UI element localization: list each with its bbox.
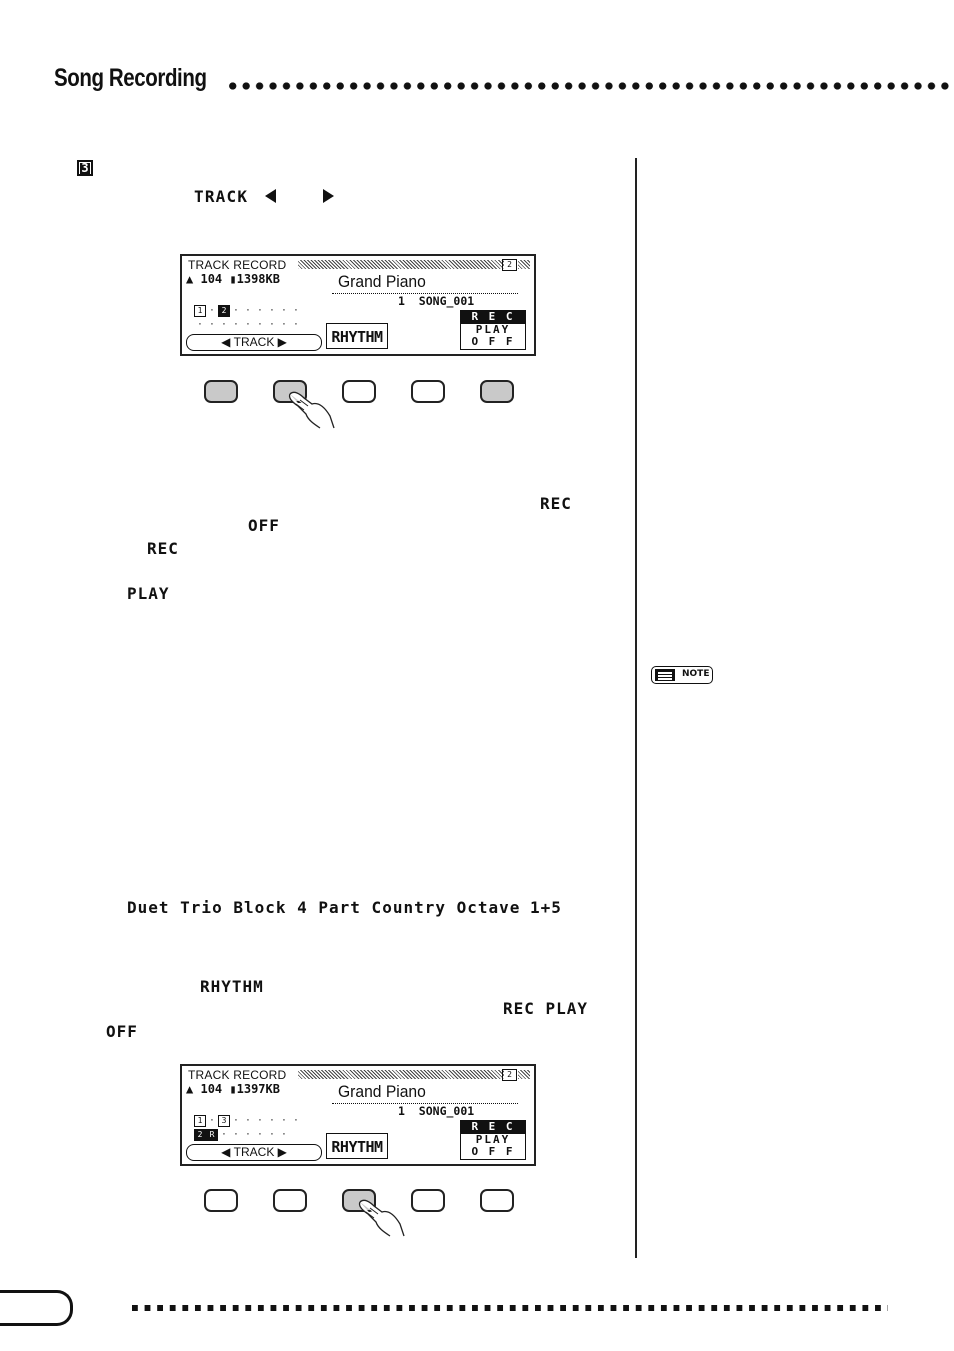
note-icon [655, 669, 675, 681]
term-rhythm: RHYTHM [200, 977, 264, 996]
title-bar-pattern [298, 1070, 504, 1079]
panel-button-1[interactable] [204, 380, 238, 403]
rhythm-button[interactable]: RHYTHM [326, 1133, 388, 1159]
track-arrows-label: TRACK [194, 187, 334, 206]
pressing-hand-icon [288, 391, 335, 429]
page-indicator: 2 [502, 1069, 517, 1081]
voice-underline [332, 1103, 518, 1104]
section-title: Song Recording [54, 64, 207, 92]
disk-icon: ▮ [229, 1082, 237, 1096]
track-select-button[interactable]: ◀ TRACK ▶ [186, 334, 322, 351]
memory-value: 1397KB [236, 1082, 280, 1096]
term-1-plus-5: 1+5 [530, 898, 562, 917]
term-off: OFF [248, 516, 280, 535]
mode-rec[interactable]: R E C [461, 310, 525, 324]
tempo-value: 104 [200, 272, 223, 286]
panel-button-4[interactable] [411, 1189, 445, 1212]
track-3-indicator: 3 [218, 1114, 230, 1127]
page-number-tab [0, 1290, 73, 1326]
title-bar-pattern [298, 260, 504, 269]
left-triangle-icon: ◀ [221, 1145, 231, 1159]
term-rec-2: REC [147, 539, 179, 558]
track-1-indicator: 1 [194, 304, 206, 317]
footer-dashed-rule [132, 1303, 888, 1313]
note-badge: NOTE [651, 666, 713, 684]
lcd-screen-track-record-1: TRACK RECORD 2 ▲ 104 ▮1398KB Grand Piano… [180, 254, 536, 356]
track-select-button[interactable]: ◀ TRACK ▶ [186, 1144, 322, 1161]
memory-value: 1398KB [236, 272, 280, 286]
panel-button-2[interactable] [273, 1189, 307, 1212]
voice-underline [332, 293, 518, 294]
right-triangle-icon: ▶ [277, 1145, 287, 1159]
track-rhythm-indicator: R [206, 1128, 218, 1141]
song-info: 1 SONG_001 [398, 1104, 475, 1118]
step-number-badge: 3 [77, 160, 93, 176]
panel-button-1[interactable] [204, 1189, 238, 1212]
panel-button-5[interactable] [480, 1189, 514, 1212]
left-triangle-icon [265, 189, 277, 203]
tempo-value: 104 [200, 1082, 223, 1096]
right-triangle-icon [322, 189, 334, 203]
mode-rec[interactable]: R E C [461, 1120, 525, 1134]
disk-icon: ▮ [229, 272, 237, 286]
header-dotted-rule [226, 80, 954, 92]
term-rec-play: REC PLAY [503, 999, 589, 1018]
voice-name: Grand Piano [338, 1082, 426, 1101]
term-off-2: OFF [106, 1022, 138, 1041]
metronome-icon: ▲ [186, 1082, 194, 1096]
column-divider [635, 158, 637, 1258]
term-styles-list: Duet Trio Block 4 Part Country Octave [127, 898, 521, 917]
mode-play[interactable]: PLAY [475, 322, 511, 336]
rec-play-off-selector[interactable]: R E C PLAY O F F [460, 1120, 526, 1160]
mode-off[interactable]: O F F [471, 1145, 515, 1158]
note-label: NOTE [682, 669, 710, 679]
left-triangle-icon: ◀ [221, 335, 231, 349]
metronome-icon: ▲ [186, 272, 194, 286]
tempo-memory-readout: ▲ 104 ▮1398KB [186, 272, 280, 286]
rhythm-button[interactable]: RHYTHM [326, 323, 388, 349]
track-status: 1·2······ ········· [194, 304, 302, 332]
track-1-indicator: 1 [194, 1114, 206, 1127]
panel-button-5[interactable] [480, 380, 514, 403]
rec-play-off-selector[interactable]: R E C PLAY O F F [460, 310, 526, 350]
tempo-memory-readout: ▲ 104 ▮1397KB [186, 1082, 280, 1096]
lcd-screen-track-record-2: TRACK RECORD 2 ▲ 104 ▮1397KB Grand Piano… [180, 1064, 536, 1166]
screen-title: TRACK RECORD [188, 258, 287, 272]
term-rec: REC [540, 494, 572, 513]
term-play: PLAY [127, 584, 170, 603]
song-info: 1 SONG_001 [398, 294, 475, 308]
track-2-indicator: 2 [218, 304, 230, 317]
title-bar-pattern-end [518, 260, 530, 269]
right-triangle-icon: ▶ [277, 335, 287, 349]
panel-button-3[interactable] [342, 380, 376, 403]
mode-off[interactable]: O F F [471, 335, 515, 348]
mode-play[interactable]: PLAY [475, 1132, 511, 1146]
screen-title: TRACK RECORD [188, 1068, 287, 1082]
voice-name: Grand Piano [338, 272, 426, 291]
title-bar-pattern-end [518, 1070, 530, 1079]
panel-button-4[interactable] [411, 380, 445, 403]
pressing-hand-icon [358, 1199, 405, 1237]
track-2-indicator: 2 [194, 1128, 206, 1141]
page-indicator: 2 [502, 259, 517, 271]
